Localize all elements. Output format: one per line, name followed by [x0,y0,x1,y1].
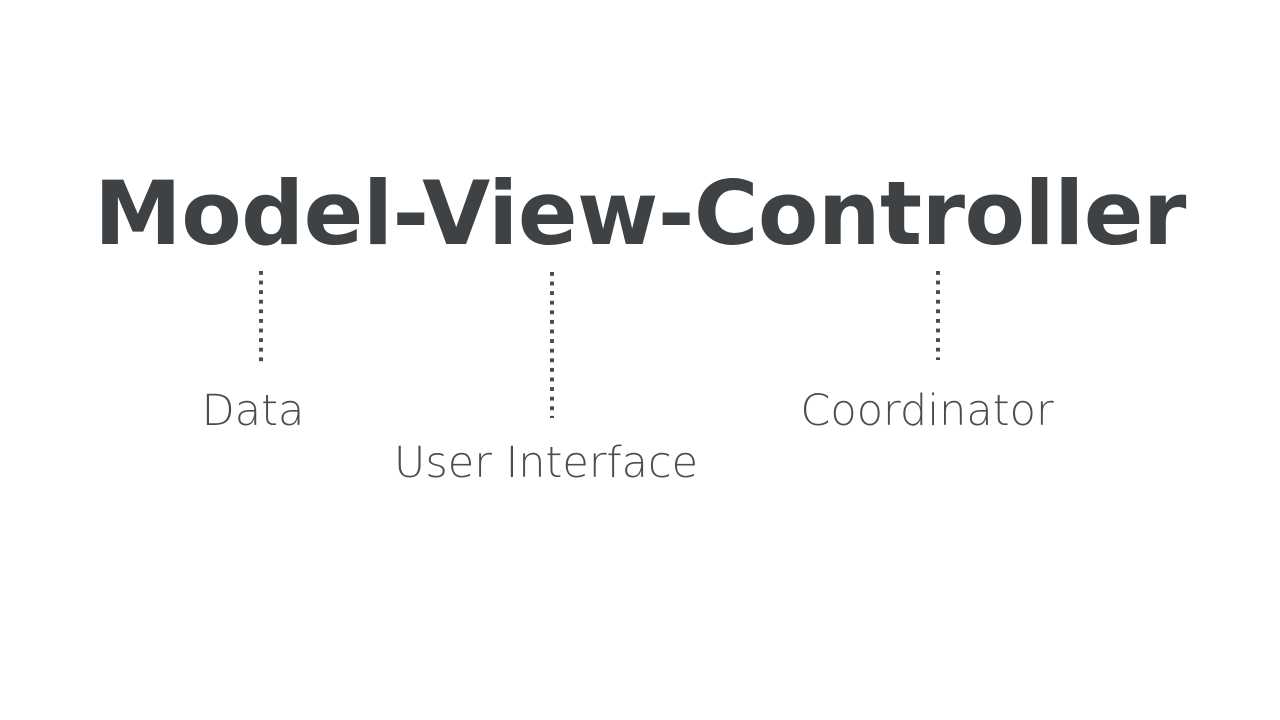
annotation-label-model: Data [201,386,305,436]
connector-line-controller [936,271,940,360]
connector-line-model [259,271,263,362]
connector-line-view [550,272,554,418]
annotation-label-controller: Coordinator [800,386,1054,436]
page-title: Model-View-Controller [94,162,1186,265]
annotation-label-view: User Interface [393,438,699,488]
